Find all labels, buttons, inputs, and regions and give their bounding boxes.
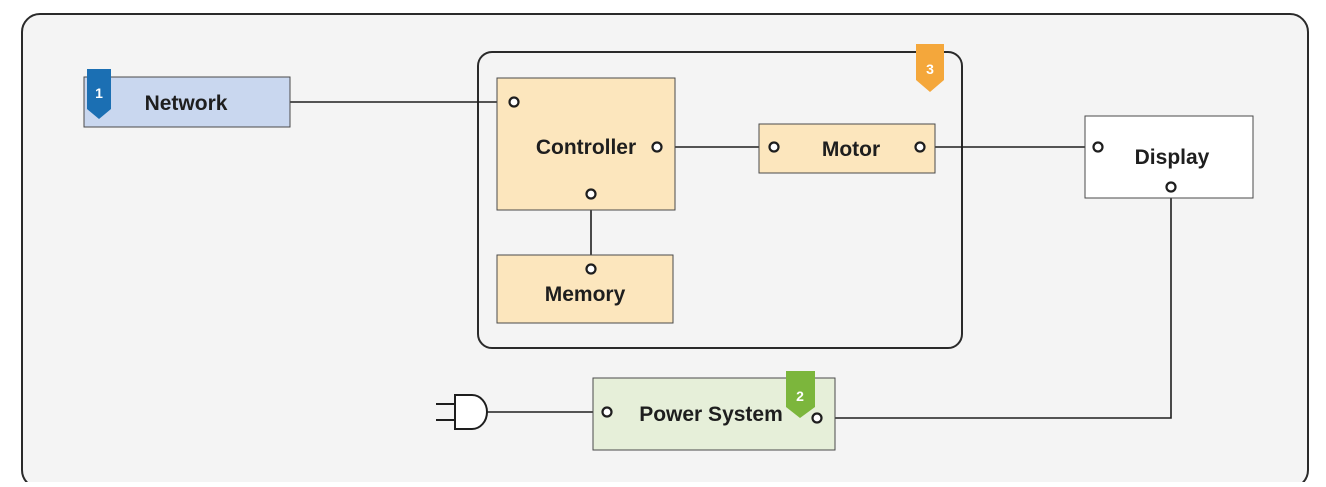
main-unit-group xyxy=(477,51,963,349)
network-badge xyxy=(87,69,111,119)
power-plug-icon xyxy=(436,394,488,430)
port-power-in[interactable] xyxy=(601,406,613,418)
port-controller-memory[interactable] xyxy=(585,188,597,200)
canvas-panel xyxy=(21,13,1309,487)
main-unit-badge-number: 3 xyxy=(926,61,934,77)
power-system-label: Power System xyxy=(639,403,783,426)
display-label: Display xyxy=(1135,146,1210,169)
node-motor[interactable]: Motor xyxy=(758,123,936,174)
motor-label: Motor xyxy=(822,138,880,161)
memory-label: Memory xyxy=(545,283,626,306)
power-system-badge xyxy=(786,371,815,418)
port-display-in[interactable] xyxy=(1092,141,1104,153)
network-badge-number: 1 xyxy=(95,85,103,101)
node-controller[interactable]: Controller xyxy=(496,77,676,211)
edge-power-display xyxy=(817,187,1172,419)
port-controller-in[interactable] xyxy=(508,96,520,108)
port-motor-out[interactable] xyxy=(914,141,926,153)
port-motor-in[interactable] xyxy=(768,141,780,153)
port-controller-out[interactable] xyxy=(651,141,663,153)
node-power-system[interactable]: 2 Power System xyxy=(592,371,836,451)
node-network[interactable]: 1 Network xyxy=(83,69,291,128)
port-power-out[interactable] xyxy=(811,412,823,424)
port-display-power[interactable] xyxy=(1165,181,1177,193)
port-memory-in[interactable] xyxy=(585,263,597,275)
main-unit-badge xyxy=(916,44,944,92)
node-memory[interactable]: Memory xyxy=(496,254,674,324)
power-system-badge-number: 2 xyxy=(796,388,804,404)
controller-label: Controller xyxy=(536,136,636,159)
network-label: Network xyxy=(145,92,228,115)
